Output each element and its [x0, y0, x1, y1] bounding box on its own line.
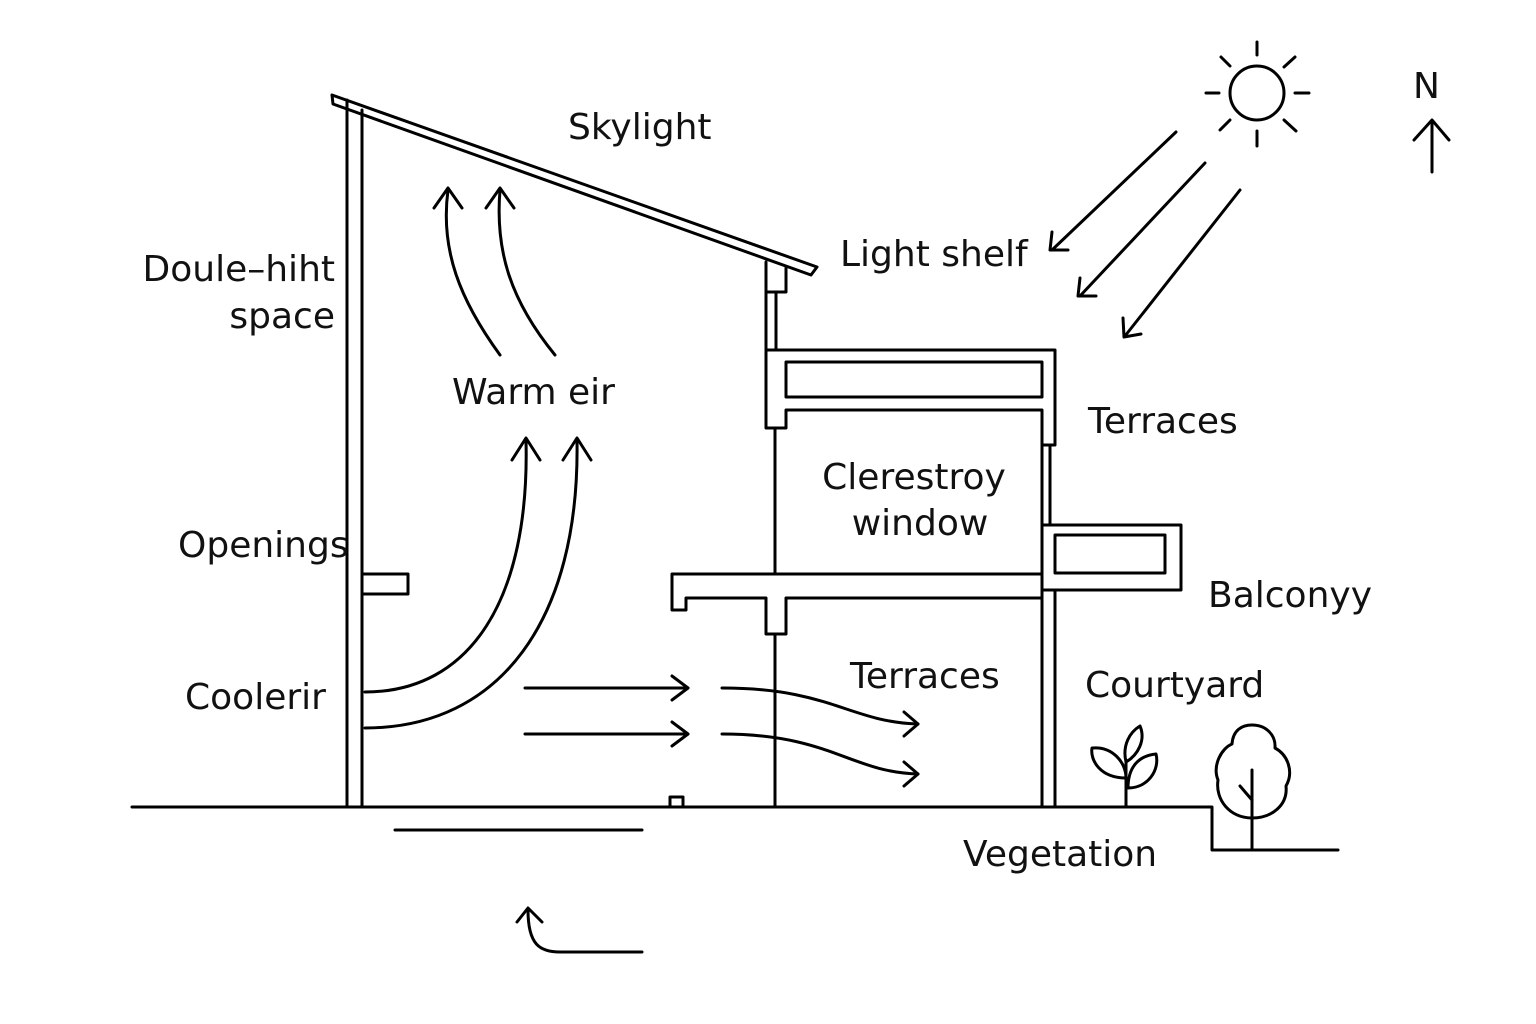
sun-ray-arrows — [1048, 130, 1242, 339]
warm-air-arrow-upper — [432, 186, 557, 357]
label-courtyard: Courtyard — [1085, 665, 1264, 706]
cool-air-rising-arrow — [363, 436, 593, 730]
label-terraces-lower: Terraces — [849, 656, 1000, 697]
label-skylight: Skylight — [568, 107, 712, 148]
upper-wall — [764, 260, 788, 352]
plant-icon — [1090, 724, 1159, 809]
label-vegetation: Vegetation — [963, 834, 1157, 875]
label-double-height-line2: space — [229, 296, 335, 337]
label-clerestory-line1: Clerestroy — [822, 457, 1006, 498]
tree-icon — [1214, 723, 1291, 852]
label-openings: Openings — [178, 525, 349, 566]
sun-icon — [1204, 40, 1311, 148]
balcony-box — [1040, 523, 1183, 592]
north-arrow-icon — [1412, 118, 1451, 174]
label-cool-air: Coolerir — [185, 677, 326, 718]
clerestory-room — [773, 426, 1052, 576]
label-terraces-upper: Terraces — [1087, 401, 1238, 442]
double-height-wall — [345, 98, 364, 809]
label-clerestory-line2: window — [852, 503, 989, 544]
air-intake-arrow — [515, 906, 644, 954]
label-north: N — [1413, 66, 1440, 107]
lower-columns — [668, 588, 1057, 809]
label-warm-air: Warm eir — [452, 372, 615, 413]
label-double-height-line1: Doule–hiht — [143, 249, 335, 290]
middle-slab — [670, 572, 1044, 636]
skylight-roof — [330, 93, 819, 277]
opening-ledge — [360, 572, 410, 596]
cross-ventilation-arrows — [523, 674, 920, 788]
label-light-shelf: Light shelf — [840, 234, 1029, 275]
upper-terrace-slab — [764, 348, 1057, 447]
label-balcony: Balconyy — [1208, 575, 1372, 616]
